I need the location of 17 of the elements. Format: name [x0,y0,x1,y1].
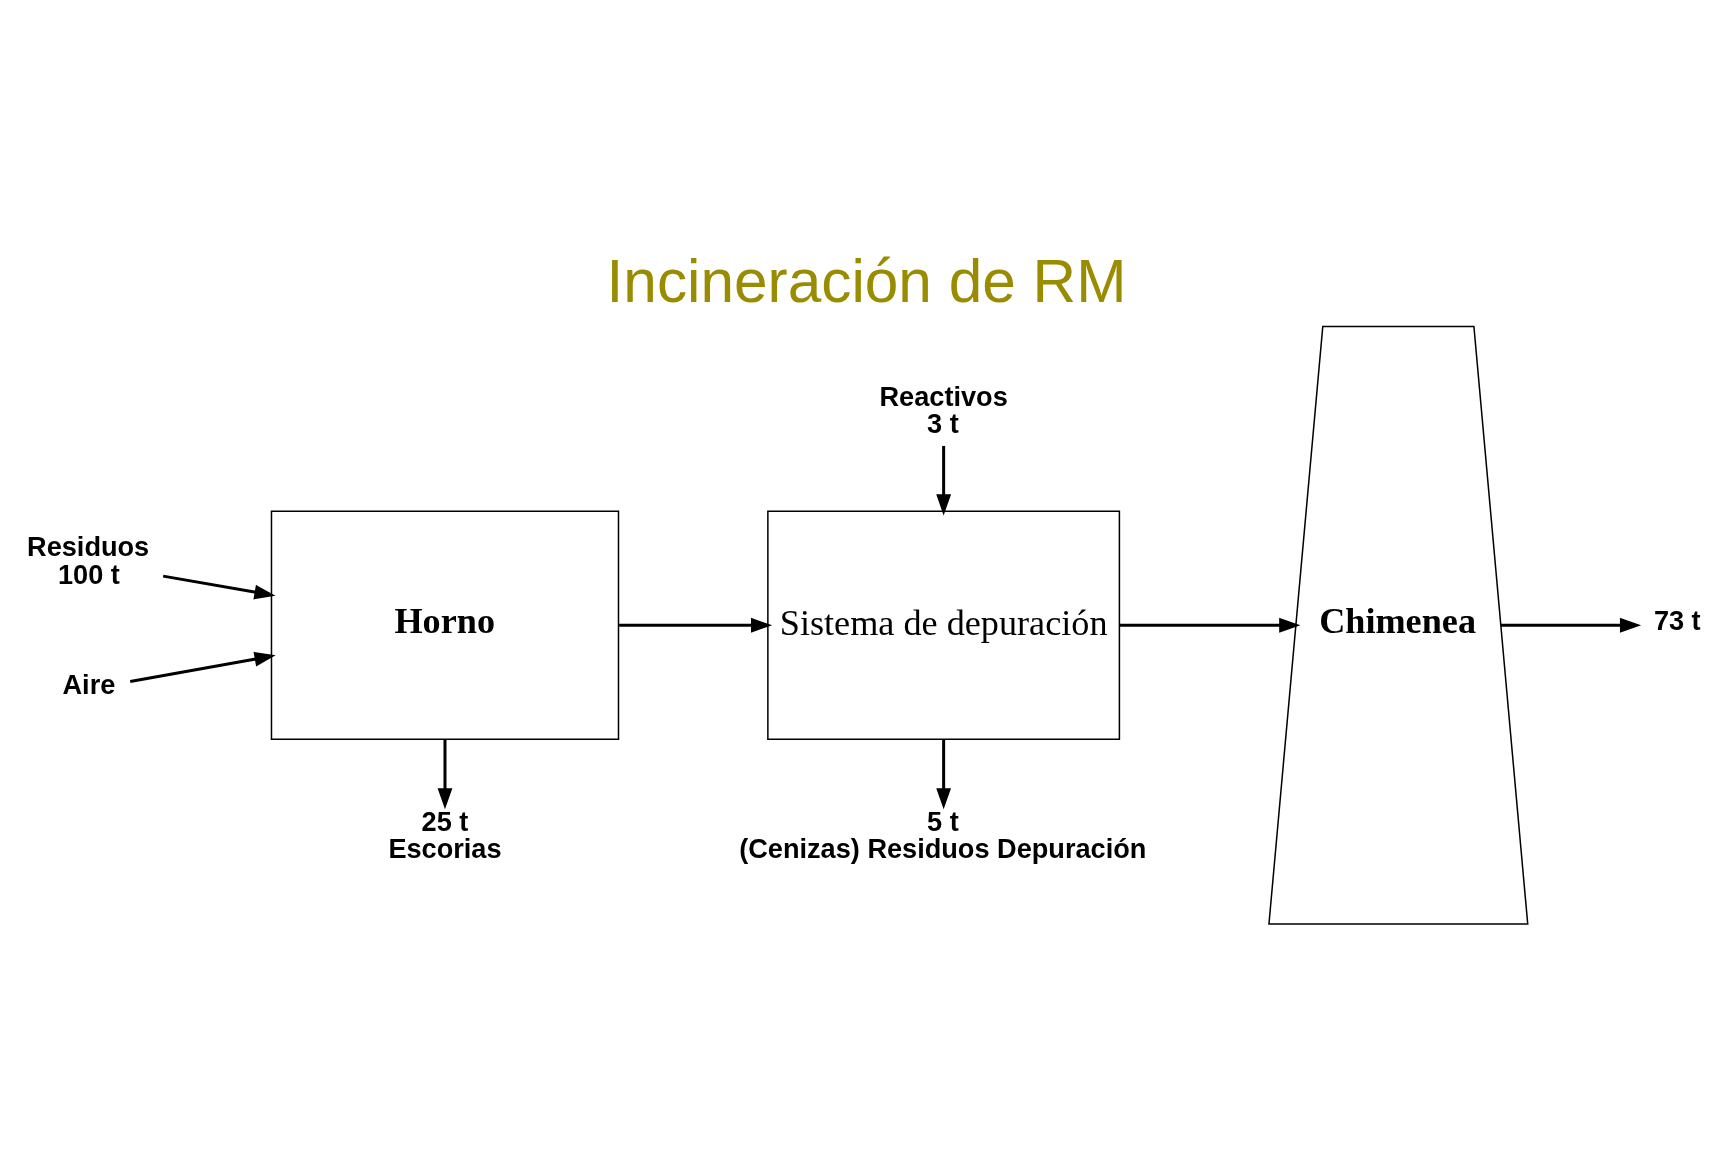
node-text: Aire [62,668,116,700]
node-text: Reactivos 3 t [879,380,1008,439]
arrow [936,445,952,516]
arrow [1501,617,1642,633]
node-text: 73 t [1653,604,1701,636]
node-text: 5 t (Cenizas) Residuos Depuración [739,805,1147,864]
arrow [1119,617,1301,633]
arrow [936,739,952,809]
arrow [619,617,773,633]
node-box: Horno [270,510,620,740]
node-text: Residuos 100 t [27,530,150,590]
arrow [162,574,276,599]
arrow [129,651,276,683]
diagram-title: Incineración de RM [606,246,1127,315]
node-box: Sistema de depuración [767,510,1121,740]
arrow [437,739,453,809]
node-text: 25 t Escorias [388,805,502,864]
